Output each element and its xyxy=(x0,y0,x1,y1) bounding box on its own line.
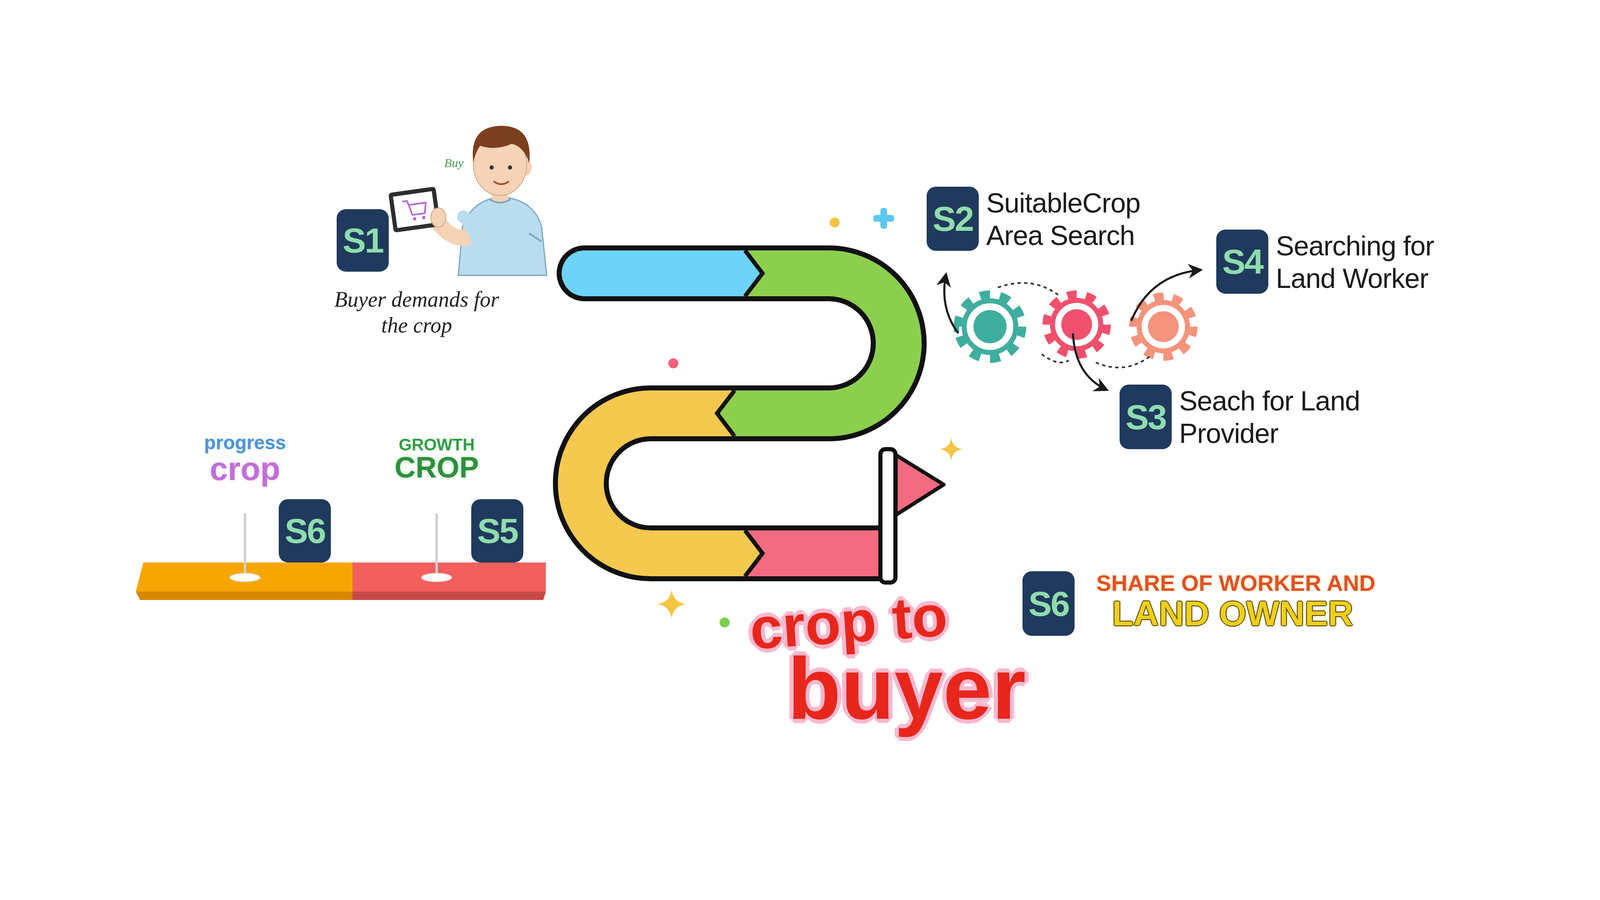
dot xyxy=(719,617,730,628)
pin-text: CROP xyxy=(394,452,479,483)
step-badge: S5 xyxy=(471,499,524,563)
flag-pole xyxy=(880,449,896,583)
track-chevron xyxy=(745,530,763,577)
flag xyxy=(895,455,944,515)
curved-arrow xyxy=(944,275,959,334)
curved-arrow xyxy=(1131,270,1200,321)
buyer-hand xyxy=(430,207,446,228)
step-badge: S6 xyxy=(278,499,331,563)
step-label: Searching for Land Worker xyxy=(1275,229,1451,295)
gear-body xyxy=(964,300,1016,353)
step-number: S3 xyxy=(1125,399,1166,435)
buyer-shirt-fold xyxy=(529,233,542,242)
pin-text: crop xyxy=(209,452,280,485)
pin-base xyxy=(230,573,260,582)
gear-body xyxy=(1139,302,1188,351)
track-pink xyxy=(745,530,880,577)
platform-top xyxy=(352,562,546,592)
step-number: S5 xyxy=(477,513,518,549)
track-chevron xyxy=(717,390,735,437)
tablet xyxy=(388,186,441,233)
step-number: S1 xyxy=(342,222,383,258)
step-label: Seach for Land Provider xyxy=(1179,384,1375,450)
step-badge: S4 xyxy=(1216,229,1269,294)
dashed-arc xyxy=(1095,356,1150,368)
track-green xyxy=(734,273,899,414)
cart-wheel xyxy=(421,215,426,220)
plus-sign xyxy=(880,207,888,229)
gear-hub xyxy=(1147,311,1179,343)
pin-stem xyxy=(243,513,247,575)
gear-hub xyxy=(1061,309,1093,340)
step-badge: S1 xyxy=(336,209,389,272)
pin-text: progress xyxy=(204,433,286,453)
track-chevron-line xyxy=(745,530,763,577)
platform-edge xyxy=(352,591,546,600)
step-badge: S2 xyxy=(926,186,979,251)
dot xyxy=(668,358,679,369)
curved-arrow xyxy=(1072,333,1107,390)
step-number: S2 xyxy=(932,201,973,237)
platform-edge xyxy=(135,591,353,600)
tablet-screen xyxy=(392,191,437,228)
track-blue xyxy=(584,250,745,297)
track-outline xyxy=(580,273,899,554)
step-badge: S6 xyxy=(1022,571,1075,636)
share-heading: SHARE OF WORKER AND xyxy=(1096,571,1376,595)
step-badge: S3 xyxy=(1119,384,1172,450)
buyer-collar xyxy=(489,199,511,203)
cart-wheel xyxy=(412,217,417,221)
gear-teeth xyxy=(1134,297,1193,356)
step-caption: Buyer demands for the crop xyxy=(320,286,513,339)
gear-hub xyxy=(973,310,1007,344)
track-chevron-line xyxy=(717,390,735,437)
buyer-eye xyxy=(507,165,513,170)
title-text: buyer xyxy=(787,645,1026,733)
track-chevron xyxy=(745,250,763,297)
track-yellow xyxy=(580,413,745,554)
step-number: S4 xyxy=(1222,244,1263,280)
share-heading: LAND OWNER xyxy=(1112,595,1354,631)
pin-circle: progresscrop xyxy=(188,402,302,516)
pin-base xyxy=(421,573,452,582)
dashed-arc xyxy=(1041,354,1069,363)
sparkle xyxy=(939,437,963,461)
step-number: S6 xyxy=(284,513,325,549)
buyer-hair xyxy=(472,125,530,164)
sparkle xyxy=(657,589,687,619)
pin-text: GROWTH xyxy=(398,436,475,453)
cart-icon xyxy=(402,198,428,216)
pin-stem xyxy=(435,513,438,575)
gear-teeth xyxy=(1047,295,1106,354)
buyer-shirt xyxy=(458,196,547,276)
step-label: SuitableCrop Area Search xyxy=(986,186,1158,252)
gear-teeth xyxy=(959,295,1021,358)
dashed-arc xyxy=(997,282,1061,297)
buyer-smile xyxy=(494,181,509,185)
gear-body xyxy=(1052,300,1101,349)
screen-text: Buy xyxy=(444,155,464,170)
pin-circle: GROWTHCROP xyxy=(380,402,493,516)
buyer-eye xyxy=(489,165,494,170)
buyer-sleeve xyxy=(463,216,480,250)
dot xyxy=(829,217,840,228)
step-number: S6 xyxy=(1028,586,1069,622)
track-chevron-line xyxy=(745,250,763,297)
